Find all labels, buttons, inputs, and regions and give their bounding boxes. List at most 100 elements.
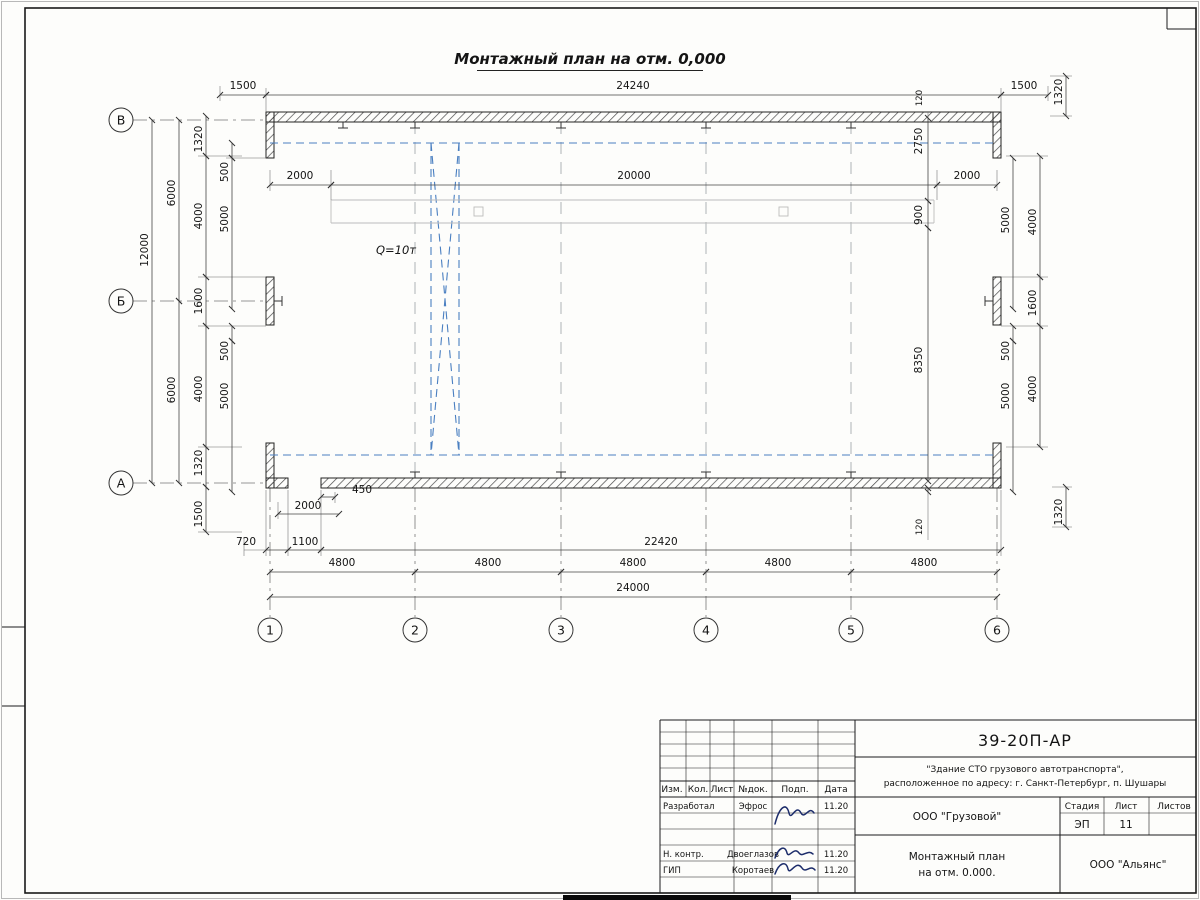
dim-label: 450 [352, 484, 372, 496]
wall-pier-left [265, 276, 275, 326]
dim-label: 12000 [139, 233, 151, 266]
axis-col-label: 3 [557, 623, 565, 638]
wall-return-bottom-right [992, 442, 1002, 489]
dim-label: 6000 [166, 180, 178, 207]
dim-label: 4800 [620, 557, 647, 569]
project-name-line2: расположенное по адресу: г. Санкт-Петерб… [884, 779, 1167, 789]
dim-label: 500 [1000, 341, 1012, 361]
dim-label: 2000 [954, 170, 981, 182]
col-header-data: Дата [824, 785, 847, 795]
axis-col-label: 6 [993, 623, 1001, 638]
title-block: 39-20П-АР "Здание СТО грузового автотран… [659, 719, 1196, 893]
row-role: ГИП [663, 866, 681, 876]
stage-value: ЭП [1074, 819, 1089, 831]
crane-runway [270, 142, 997, 456]
dim-label: 1320 [1053, 79, 1065, 106]
sheets-label: Листов [1157, 802, 1191, 812]
dim-label: 4800 [911, 557, 938, 569]
dim-label: 120 [915, 90, 925, 106]
dimension-lines [148, 72, 1070, 601]
row-date: 11.20 [824, 850, 848, 860]
axis-markers: В Б А 1 2 3 4 5 6 [108, 107, 1010, 643]
col-header-list: Лист [711, 785, 734, 795]
dim-label: 720 [236, 536, 256, 548]
company-name: ООО "Грузовой" [913, 811, 1002, 823]
axis-col-label: 2 [411, 623, 419, 638]
col-header-podp: Подп. [781, 785, 808, 795]
doc-number: 39-20П-АР [978, 731, 1072, 750]
axis-row-label: А [117, 476, 126, 491]
wall-pier-right [992, 276, 1002, 326]
dim-label: 4800 [475, 557, 502, 569]
axis-row-label: Б [117, 294, 126, 309]
dimension-labels: 1500 24240 1500 2000 20000 2000 12000 60… [139, 79, 1065, 594]
row-name: Двоеглазов [727, 850, 779, 860]
drawing-name-line2: на отм. 0.000. [918, 867, 995, 879]
wall-return-top-right [992, 111, 1002, 159]
col-header-kol: Кол. [688, 785, 709, 795]
dim-label: 5000 [1000, 207, 1012, 234]
dim-label: 1320 [193, 450, 205, 477]
dim-label: 2000 [287, 170, 314, 182]
wall-bottom-stub [265, 477, 289, 489]
dim-label: 4000 [1027, 376, 1039, 403]
axis-col-label: 5 [847, 623, 855, 638]
dim-label: 2000 [295, 500, 322, 512]
stage-label: Стадия [1065, 802, 1100, 812]
dim-label: 5000 [219, 206, 231, 233]
dim-label: 500 [219, 162, 231, 182]
dim-label: 20000 [617, 170, 650, 182]
panel-joint-marks [274, 122, 993, 478]
dim-label: 4000 [1027, 209, 1039, 236]
dim-label: 5000 [219, 383, 231, 410]
signature [774, 862, 816, 875]
axis-col-label: 1 [266, 623, 274, 638]
signature [774, 806, 815, 825]
row-date: 11.20 [824, 802, 848, 812]
row-role: Разработал [663, 802, 715, 812]
dim-label: 22420 [644, 536, 677, 548]
dim-label: 24000 [616, 582, 649, 594]
signature [774, 847, 814, 859]
project-name-line1: "Здание СТО грузового автотранспорта", [926, 765, 1123, 775]
col-header-ndok: №док. [738, 785, 767, 795]
dim-label: 5000 [1000, 383, 1012, 410]
dim-label: 120 [915, 519, 925, 535]
wall-top [265, 111, 1002, 123]
dim-label: 1500 [1011, 80, 1038, 92]
dim-label: 8350 [913, 347, 925, 374]
row-name: Коротаев [732, 866, 774, 876]
wall-panels [265, 111, 1002, 489]
dim-label: 4000 [193, 203, 205, 230]
crane-capacity-label: Q=10т [376, 243, 416, 257]
sheet-label: Лист [1115, 802, 1138, 812]
dim-label: 4800 [329, 557, 356, 569]
firm-name: ООО "Альянс" [1090, 859, 1167, 871]
axis-col-label: 4 [702, 623, 710, 638]
sheet-number: 11 [1119, 819, 1132, 831]
dim-label: 1600 [1027, 290, 1039, 317]
axis-lines [133, 119, 998, 617]
crane-beam [330, 199, 935, 224]
dim-label: 1500 [230, 80, 257, 92]
dim-label: 1320 [1053, 499, 1065, 526]
dim-label: 900 [913, 205, 925, 225]
drawing-title: Монтажный план на отм. 0,000 [454, 50, 725, 68]
wall-return-top-left [265, 111, 275, 159]
dim-label: 4800 [765, 557, 792, 569]
dim-label: 1100 [292, 536, 319, 548]
dim-label: 6000 [166, 377, 178, 404]
drawing-name-line1: Монтажный план [909, 851, 1006, 863]
dim-label: 24240 [616, 80, 649, 92]
dim-label: 1600 [193, 288, 205, 315]
axis-row-label: В [117, 113, 126, 128]
dim-label: 500 [219, 341, 231, 361]
dim-label: 1500 [193, 501, 205, 528]
wall-bottom [320, 477, 1002, 489]
dim-label: 2750 [913, 128, 925, 155]
row-date: 11.20 [824, 866, 848, 876]
col-header-izm: Изм. [661, 785, 682, 795]
